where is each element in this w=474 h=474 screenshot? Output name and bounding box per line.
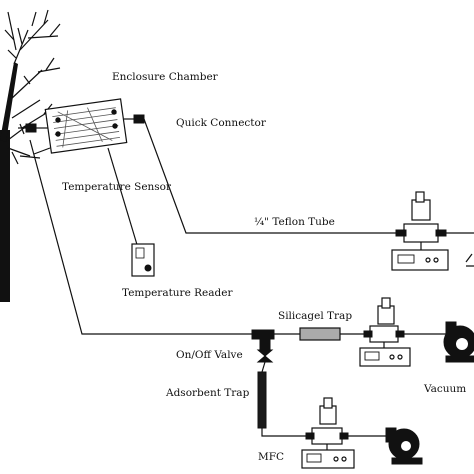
enclosure-chamber-icon — [18, 98, 145, 154]
label-onoff-valve: On/Off Valve — [176, 349, 243, 361]
label-adsorbent-trap: Adsorbent Trap — [165, 387, 250, 399]
silicagel-trap-tube — [299, 327, 341, 341]
label-enclosure-chamber: Enclosure Chamber — [112, 71, 219, 83]
label-vacuum: Vacuum — [423, 383, 466, 395]
mass-flow-controller-icon — [301, 397, 355, 469]
label-teflon-tube: ¼" Teflon Tube — [254, 216, 335, 228]
vacuum-pump-icon — [385, 427, 423, 465]
label-silicagel-trap: Silicagel Trap — [278, 310, 352, 322]
label-temperature-sensor: Temperature Sensor — [62, 181, 172, 193]
label-quick-connector: Quick Connector — [176, 117, 267, 129]
mass-flow-controller-icon — [391, 191, 449, 271]
mass-flow-controller-icon — [359, 297, 411, 367]
label-temperature-reader: Temperature Reader — [122, 287, 233, 299]
label-mfc: MFC — [258, 451, 284, 463]
temperature-reader-icon — [131, 243, 155, 277]
tree-branch-icon — [0, 9, 61, 302]
tubing — [29, 118, 474, 437]
vacuum-pump-icon — [443, 321, 474, 363]
adsorbent-trap-tube — [257, 371, 267, 429]
valve-icon — [251, 329, 275, 363]
cut-off-label-mark — [465, 253, 474, 267]
